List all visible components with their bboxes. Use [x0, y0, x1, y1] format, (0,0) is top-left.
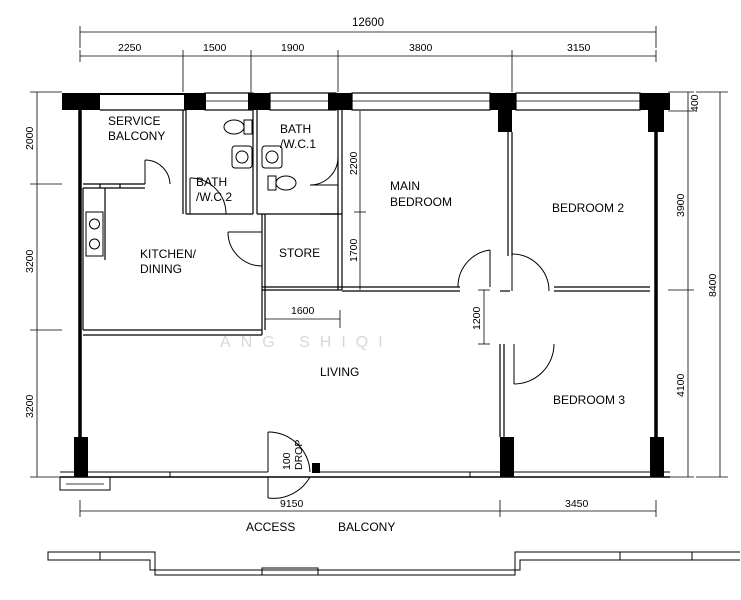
dim-bottom-2: 3450 — [565, 498, 589, 510]
dim-corridor-1200: 1200 — [471, 306, 483, 330]
balcony-label: BALCONY — [338, 520, 395, 534]
kitchen-label-1: KITCHEN/ — [140, 247, 197, 261]
dim-top-4: 3800 — [409, 42, 433, 54]
dim-right-1: 400 — [689, 94, 701, 112]
door-swings — [144, 156, 555, 499]
store-label: STORE — [279, 246, 320, 260]
kitchen-sink — [85, 211, 104, 257]
living-label: LIVING — [320, 365, 359, 379]
interior-walls — [82, 110, 650, 437]
dim-store-1600: 1600 — [291, 305, 315, 317]
dim-left-3: 3200 — [24, 394, 36, 418]
main-bedroom-label-2: BEDROOM — [390, 195, 452, 209]
dim-drop-2: DROP — [293, 440, 305, 470]
bath-wc2-label-1: BATH — [196, 175, 227, 189]
dim-top-5: 3150 — [567, 42, 591, 54]
access-balcony-strip — [47, 551, 740, 576]
structural-columns — [62, 93, 670, 477]
dim-main-bed-2200: 2200 — [348, 151, 360, 175]
bath-wc2-label-2: /W.C.2 — [196, 190, 232, 204]
bath-fixtures — [223, 119, 297, 191]
dim-left-2: 3200 — [24, 249, 36, 273]
dim-right-2: 3900 — [675, 193, 687, 217]
dim-top-2: 1500 — [203, 42, 227, 54]
bath-wc1-label-2: /W.C.1 — [280, 137, 316, 151]
bedroom2-label: BEDROOM 2 — [552, 201, 624, 215]
dim-left-1: 2000 — [24, 126, 36, 150]
bedroom3-label: BEDROOM 3 — [553, 393, 625, 407]
room-labels: SERVICE BALCONY BATH /W.C.1 BATH /W.C.2 … — [108, 114, 625, 534]
exterior-walls — [59, 92, 670, 491]
access-label: ACCESS — [246, 520, 295, 534]
service-balcony-label-1: SERVICE — [108, 114, 160, 128]
dim-top-1: 2250 — [118, 42, 142, 54]
service-balcony-label-2: BALCONY — [108, 129, 165, 143]
dim-total-width: 12600 — [352, 17, 384, 29]
dim-right-3: 4100 — [675, 373, 687, 397]
dim-bottom-1: 9150 — [280, 498, 304, 510]
dim-top-3: 1900 — [281, 42, 305, 54]
kitchen-label-2: DINING — [140, 262, 182, 276]
dim-main-bed-1700: 1700 — [348, 238, 360, 262]
watermark: ANG SHIQI — [220, 334, 393, 351]
bath-wc1-label-1: BATH — [280, 122, 311, 136]
dim-drop-1: 100 — [281, 452, 293, 470]
dimension-lines — [30, 26, 728, 517]
dim-right-total: 8400 — [707, 273, 719, 297]
dimension-labels: 12600 2250 1500 1900 3800 3150 2000 3200… — [24, 17, 719, 510]
main-bedroom-label-1: MAIN — [390, 179, 420, 193]
